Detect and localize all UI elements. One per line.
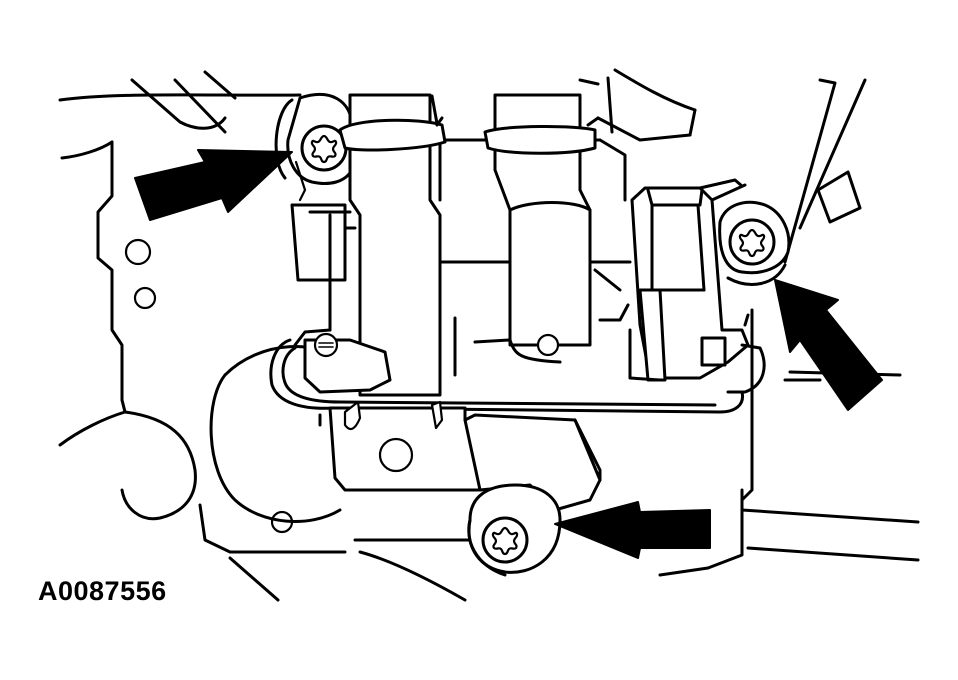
wiring-harness <box>269 328 745 414</box>
tube-clamp-right <box>483 124 597 155</box>
tubes <box>338 93 600 397</box>
engine-housing <box>58 68 920 602</box>
connector-bolt <box>303 332 392 394</box>
housing-hole-lower <box>270 510 294 534</box>
arrow-icon <box>134 149 883 559</box>
lower-bolt-boss <box>463 413 602 577</box>
torx-bolt-icon <box>310 134 776 564</box>
housing-hole-upper <box>124 238 152 266</box>
arrow-upper-left <box>134 149 293 221</box>
tube-clamp-left <box>338 118 447 152</box>
housing-hole-mid <box>133 286 157 310</box>
arrow-right <box>774 279 883 411</box>
figure-id-label: A0087556 <box>38 576 167 606</box>
arrow-lower <box>554 501 711 559</box>
electrical-connector <box>628 178 766 394</box>
left-bracket <box>290 203 357 332</box>
